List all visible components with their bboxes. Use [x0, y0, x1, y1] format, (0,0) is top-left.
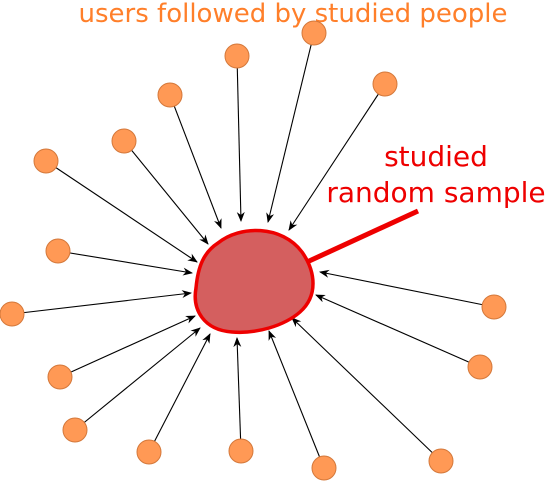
user-node — [372, 71, 398, 97]
arrow — [236, 55, 245, 222]
arrow — [315, 294, 481, 368]
arrow — [288, 83, 386, 231]
arrow — [59, 315, 196, 378]
user-node — [467, 354, 493, 380]
user-node — [111, 128, 137, 154]
arrow — [11, 290, 192, 315]
user-node — [301, 20, 327, 46]
side-label-line2: random sample — [326, 176, 545, 209]
pointer-line — [305, 208, 420, 265]
nodes — [0, 20, 507, 481]
user-node — [45, 238, 71, 264]
arrow — [319, 269, 495, 308]
random-sample-blob — [193, 228, 315, 335]
arrow — [74, 327, 201, 431]
user-node — [311, 455, 337, 481]
arrow — [148, 333, 211, 453]
side-label-line1: studied — [384, 140, 488, 173]
user-node — [224, 43, 250, 69]
top-label: users followed by studied people — [79, 0, 508, 29]
arrow — [57, 250, 193, 276]
user-node — [481, 294, 507, 320]
user-node — [228, 438, 254, 464]
user-node — [62, 417, 88, 443]
arrow — [123, 140, 209, 245]
user-node — [157, 82, 183, 108]
arrow — [268, 330, 325, 469]
arrow — [45, 160, 198, 263]
user-node — [428, 448, 454, 474]
user-node — [47, 364, 73, 390]
user-node — [136, 439, 162, 465]
arrow — [233, 337, 242, 452]
arrow — [291, 317, 442, 462]
user-node — [33, 148, 59, 174]
user-node — [0, 301, 25, 327]
arrows — [11, 32, 495, 469]
arrow — [169, 94, 222, 229]
arrow — [266, 32, 315, 223]
